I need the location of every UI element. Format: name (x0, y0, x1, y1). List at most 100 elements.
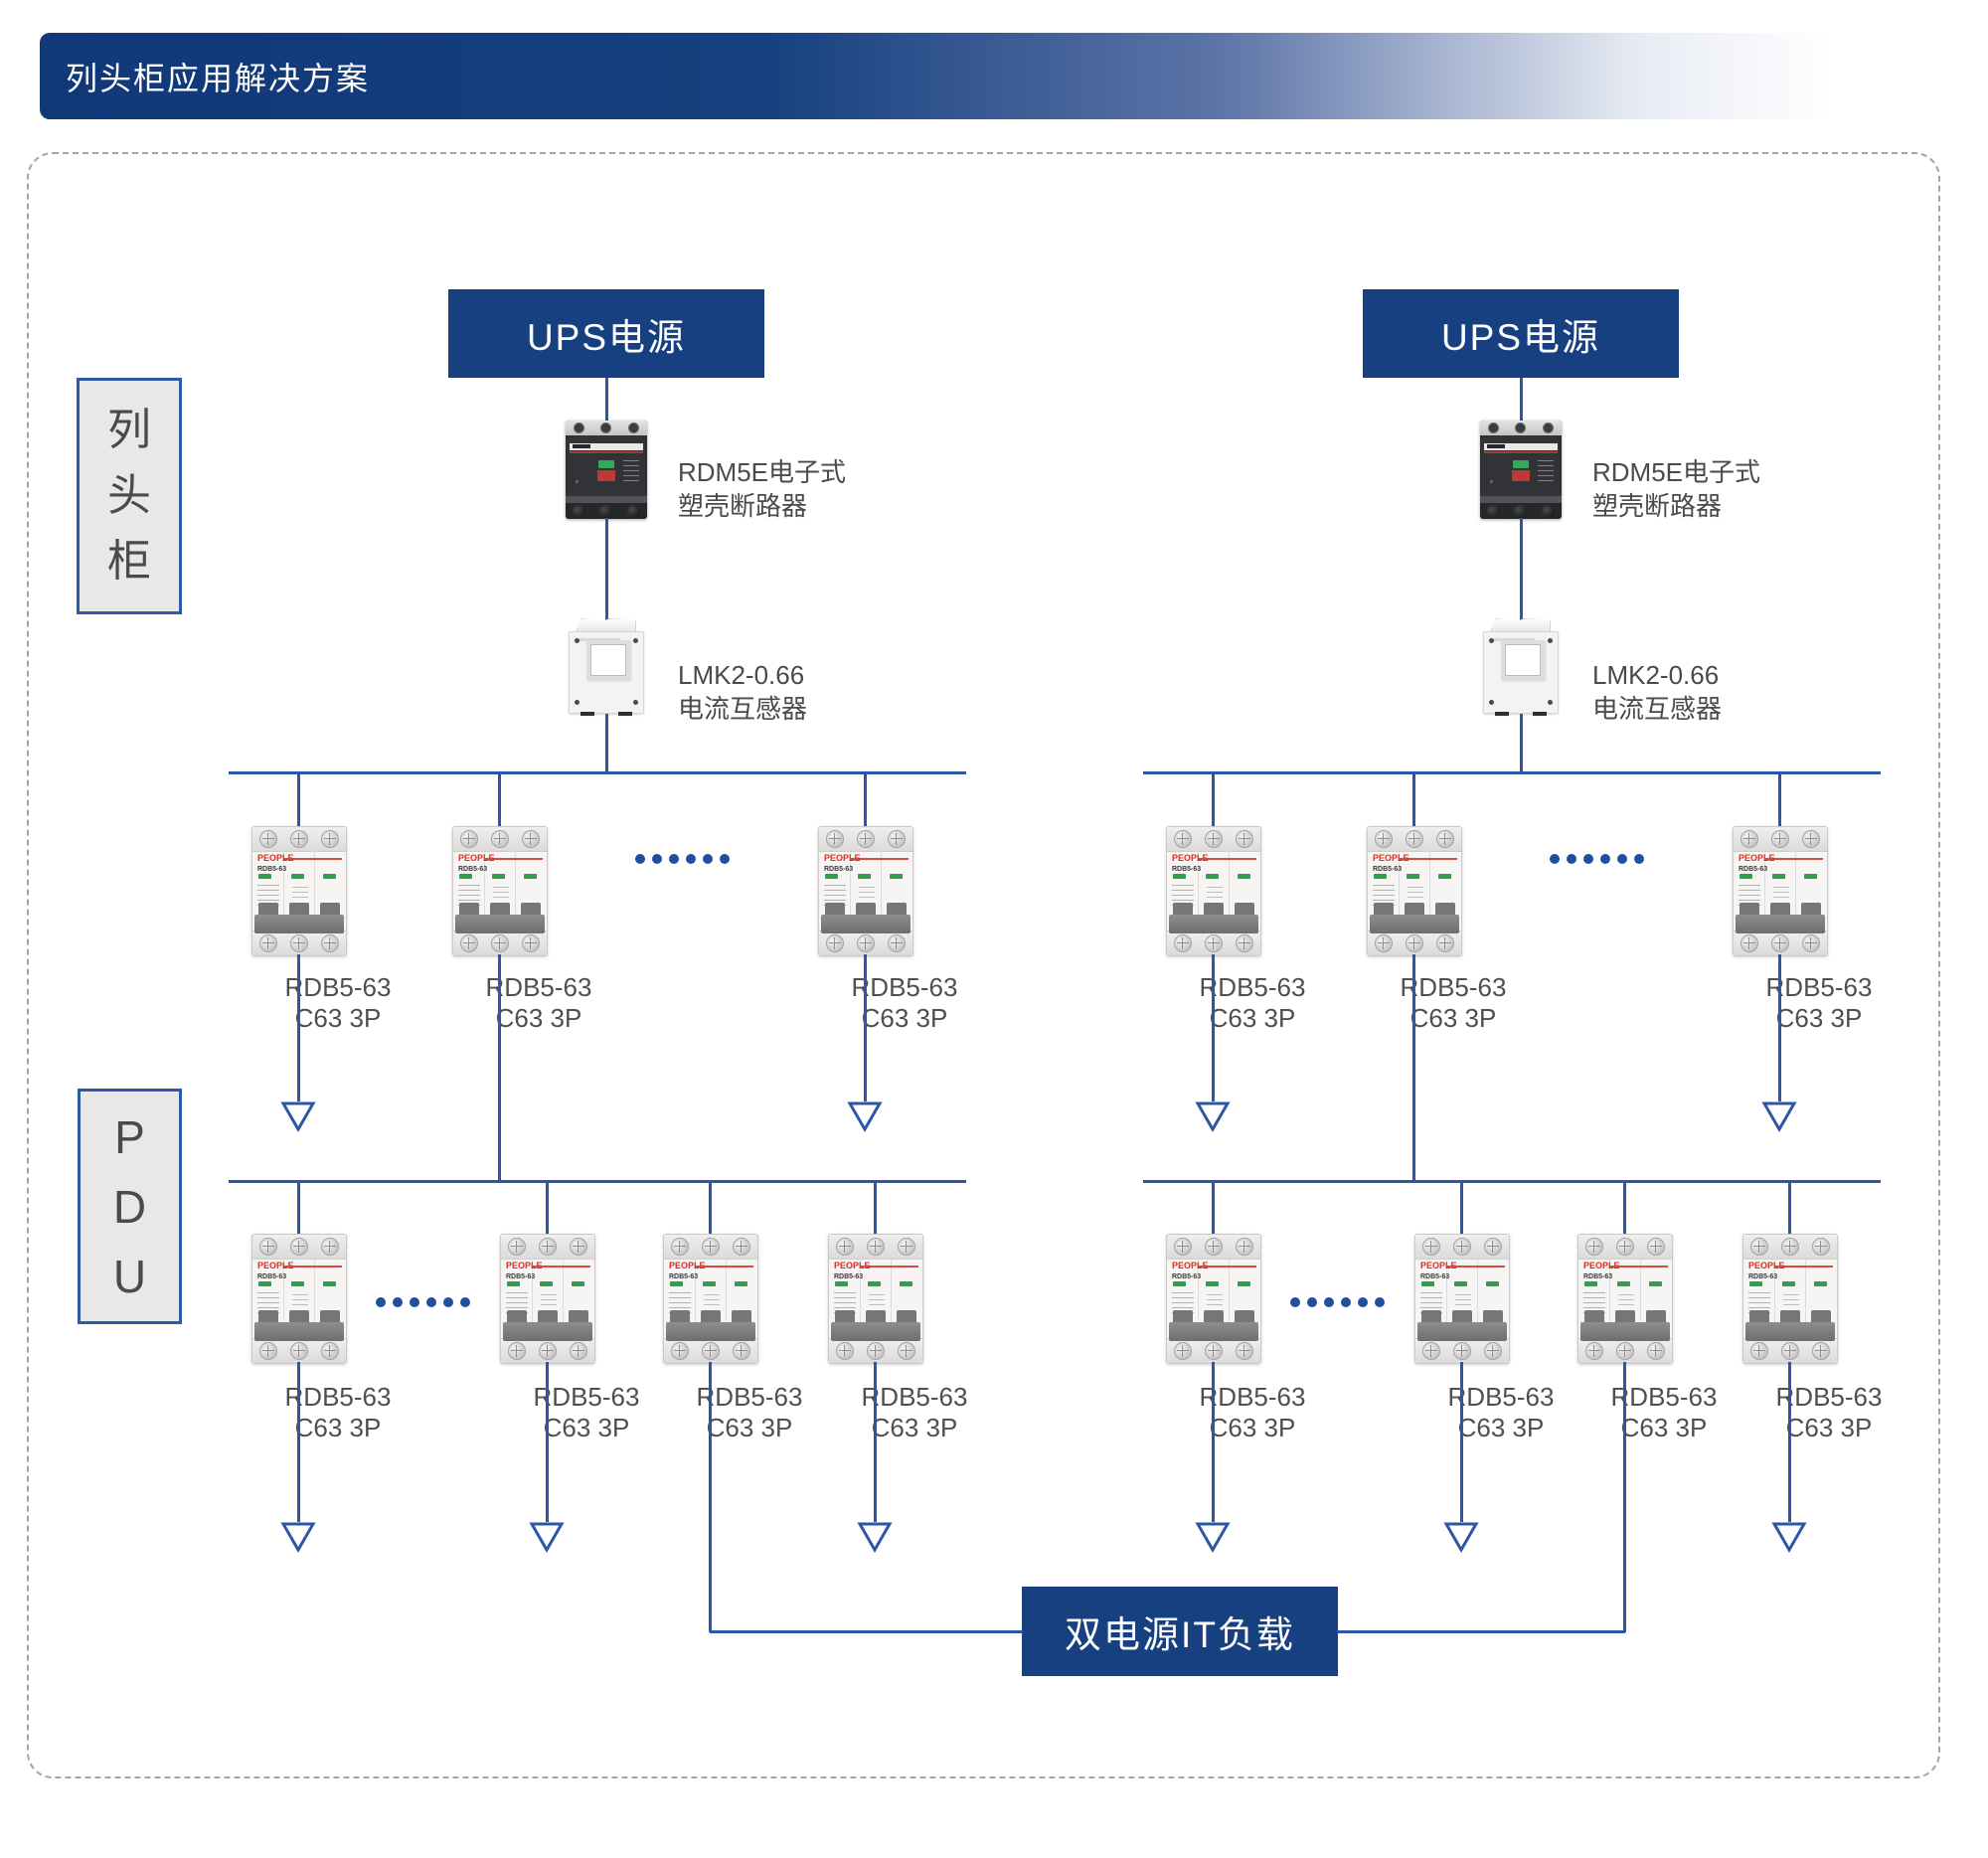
ellipsis-dots (376, 1297, 470, 1307)
terminal-screw-icon (1204, 1238, 1223, 1256)
mcb-indicator-green (1173, 874, 1186, 879)
terminal-screw-icon (1584, 1238, 1603, 1256)
bus-row1 (229, 770, 966, 774)
terminal-screw-icon (1204, 1342, 1223, 1360)
terminal-screw-icon (1802, 830, 1821, 848)
terminal-screw-icon (733, 1238, 751, 1256)
mcb-brand-text: PEOPLE (257, 1261, 294, 1270)
terminal-screw-icon (1812, 1342, 1831, 1360)
flow-arrow-icon (529, 1521, 565, 1554)
terminal-screw-icon (1452, 1342, 1471, 1360)
mcb-toggle-bar (821, 915, 911, 933)
mccb-label: RDM5E电子式塑壳断路器 (678, 455, 846, 523)
mcb-model-text: RDB5-63 (257, 866, 287, 873)
terminal-screw-icon (835, 1342, 854, 1360)
mcb-red-stripe (1199, 1266, 1256, 1267)
mcb-model-text: RDB5-63 (1739, 866, 1768, 873)
mccb-green-button (598, 460, 614, 468)
mcb-model-text: RDB5-63 (824, 866, 854, 873)
breaker-out-wire (1777, 954, 1781, 1101)
breaker-model-label: RDB5-63 (485, 972, 592, 1002)
mccb-bottom-terminals (1480, 503, 1562, 519)
pole-divider (850, 851, 851, 931)
pole-divider (891, 1259, 892, 1339)
ups-source-box: UPS电源 (448, 289, 764, 378)
breaker-bus2-wire (1411, 954, 1415, 1181)
terminal-screw-icon (627, 422, 639, 433)
terminal-screw-icon (898, 1342, 916, 1360)
terminal-screw-icon (1374, 934, 1393, 952)
terminal-screw-icon (856, 934, 875, 952)
mcb-brand-text: PEOPLE (1172, 1261, 1209, 1270)
mcb-top-terminals (829, 1235, 922, 1260)
mcb-indicator-green (900, 1281, 912, 1286)
pole-divider (1399, 851, 1400, 931)
mcb-indicator-green (670, 1281, 683, 1286)
terminal-screw-icon (570, 1238, 588, 1256)
terminal-screw-icon (835, 1238, 854, 1256)
mcb-indicator-green (258, 874, 271, 879)
ct-bus-wire (1519, 714, 1523, 772)
terminal-screw-icon (289, 934, 308, 952)
terminal-screw-icon (459, 830, 478, 848)
mcb-indicator-green (735, 1281, 747, 1286)
terminal-screw-icon (258, 830, 277, 848)
mcb-toggle-bar (254, 915, 344, 933)
mccb-label-line1: RDM5E电子式 (1592, 457, 1761, 487)
breaker-out-wire (1787, 1362, 1791, 1522)
mcb-indicator-green (1814, 1281, 1827, 1286)
breaker-model-label: RDB5-63 (284, 1382, 392, 1412)
mccb-breaker-image (1480, 421, 1562, 519)
terminal-lug-icon (599, 504, 613, 518)
dot (635, 854, 645, 864)
pole-divider (314, 1259, 315, 1339)
mccb-red-button (597, 470, 615, 481)
mcb-model-text: RDB5-63 (1172, 866, 1202, 873)
mcb-brand-text: PEOPLE (506, 1261, 543, 1270)
breaker-out-wire (873, 1362, 877, 1522)
pole-divider (1764, 851, 1765, 931)
dot (376, 1297, 386, 1307)
flow-arrow-icon (280, 1100, 316, 1133)
ct-screw-icon (633, 700, 638, 705)
bus-breaker-drop (296, 1181, 300, 1235)
mcb-indicator-green (868, 1281, 881, 1286)
breaker-model-label: RDB5-63 (1447, 1382, 1555, 1412)
terminal-screw-icon (1421, 1342, 1440, 1360)
mccb-red-stripe (1484, 451, 1558, 453)
dot (720, 854, 730, 864)
ellipsis-dots (1290, 1297, 1385, 1307)
mcb-model-text: RDB5-63 (458, 866, 488, 873)
breaker-rating-label: C63 3P (1209, 1413, 1296, 1442)
mcb-fineprint (1455, 1294, 1471, 1308)
mcb-model-text: RDB5-63 (1420, 1273, 1450, 1280)
mcb-fineprint (541, 1294, 557, 1308)
mcb-toggle-bar (666, 1322, 755, 1341)
terminal-screw-icon (1615, 1238, 1634, 1256)
mcb-brand-text: PEOPLE (834, 1261, 871, 1270)
header-bar: 列头柜应用解决方案 (40, 33, 1948, 119)
terminal-screw-icon (1374, 830, 1393, 848)
ct-label-line1: LMK2-0.66 (678, 660, 805, 690)
dot (1634, 854, 1644, 864)
load-bus-right (1337, 1629, 1625, 1633)
pole-divider (1229, 851, 1230, 931)
mcb-indicator-green (524, 874, 537, 879)
mccb-label-line1: RDM5E电子式 (678, 457, 847, 487)
pole-divider (1774, 1259, 1775, 1339)
mcb-toggle-bar (1169, 915, 1258, 933)
terminal-screw-icon (1173, 830, 1192, 848)
mcb-red-stripe (1199, 858, 1256, 860)
mccb-indicator-dot (576, 480, 579, 483)
terminal-screw-icon (289, 1342, 308, 1360)
mcb-fineprint (292, 1294, 308, 1308)
mcb-red-stripe (284, 858, 342, 860)
bus-breaker-drop (1777, 772, 1781, 826)
terminal-lug-icon (1514, 504, 1528, 518)
mcb-indicator-green (1749, 1281, 1762, 1286)
terminal-screw-icon (1204, 934, 1223, 952)
breaker-out-wire (1211, 954, 1215, 1101)
